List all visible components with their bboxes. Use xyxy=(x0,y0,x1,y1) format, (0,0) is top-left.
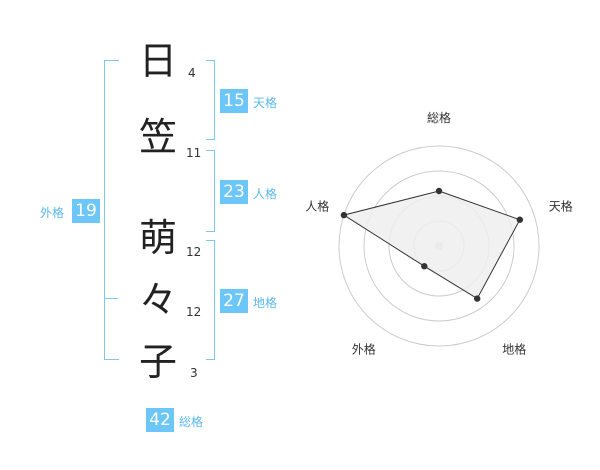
radar-axis-label-1: 総格 xyxy=(427,110,451,125)
gaikaku-label: 外格 xyxy=(40,206,65,220)
jinkaku-value-badge: 23 xyxy=(220,180,248,204)
radar-axis-label-5: 人格 xyxy=(305,198,329,213)
stroke-count-4: 12 xyxy=(186,305,202,319)
gaikaku-value-badge: 19 xyxy=(72,199,100,223)
jinkaku-bracket xyxy=(206,150,215,232)
radar-point-2 xyxy=(516,216,524,223)
radar-grid-ring xyxy=(338,145,540,347)
chikaku-value-badge: 27 xyxy=(220,289,248,313)
tenkaku-value-badge: 15 xyxy=(220,89,248,113)
stroke-count-2: 11 xyxy=(186,146,202,160)
radar-grid-ring xyxy=(363,170,515,322)
gaikaku-bracket-divider xyxy=(104,298,118,299)
soukaku-label: 総格 xyxy=(179,415,204,429)
chikaku-bracket xyxy=(206,240,215,360)
jinkaku-label: 人格 xyxy=(253,187,278,201)
name-char-4: 々 xyxy=(138,278,177,322)
radar-axis-label-2: 天格 xyxy=(549,198,573,213)
radar-point-5 xyxy=(340,211,348,219)
radar-point-1 xyxy=(435,187,443,195)
stroke-count-5: 3 xyxy=(190,366,198,380)
name-char-5: 子 xyxy=(138,340,177,384)
radar-point-4 xyxy=(421,263,428,270)
stroke-count-1: 4 xyxy=(188,66,196,80)
chikaku-label: 地格 xyxy=(253,296,278,310)
name-char-2: 笠 xyxy=(138,115,177,159)
name-char-1: 日 xyxy=(138,39,177,83)
stroke-count-3: 12 xyxy=(186,245,202,259)
name-char-3: 萌 xyxy=(138,216,177,260)
radar-axis-label-4: 外格 xyxy=(352,342,376,357)
radar-point-3 xyxy=(474,295,481,302)
gaikaku-bracket xyxy=(104,60,119,360)
radar-series-area xyxy=(342,190,521,300)
tenkaku-label: 天格 xyxy=(253,96,278,110)
tenkaku-bracket xyxy=(206,60,215,140)
radar-axis-label-3: 地格 xyxy=(502,342,526,357)
soukaku-value-badge: 42 xyxy=(146,408,174,432)
